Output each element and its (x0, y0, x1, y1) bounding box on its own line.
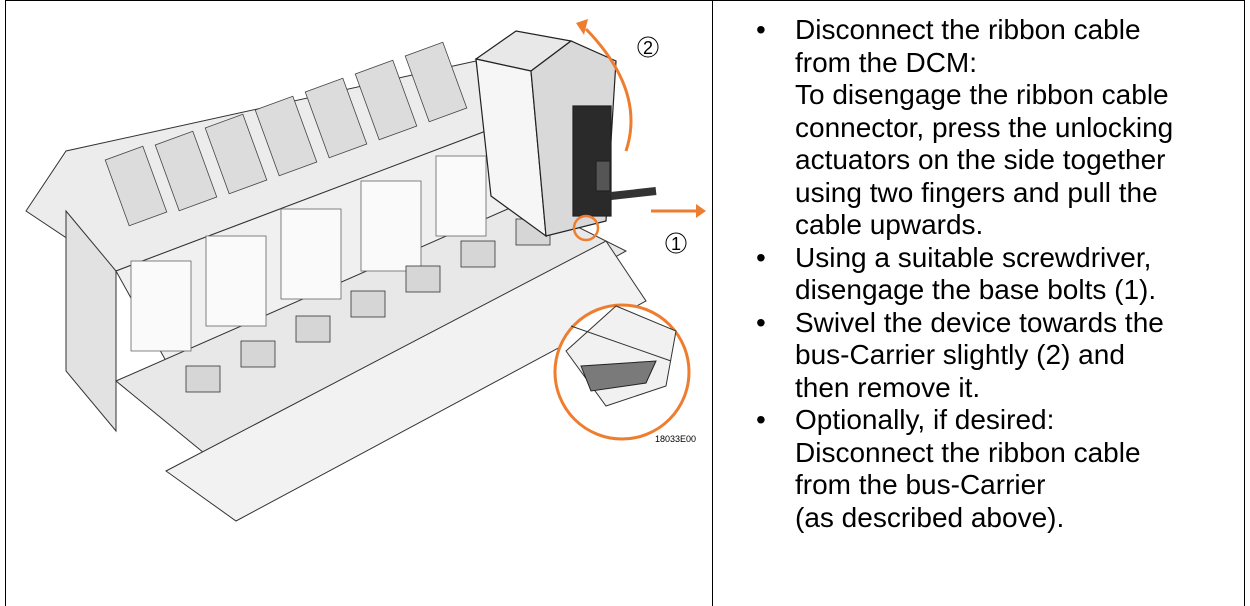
step-1-line-4: connector, press the unlocking (795, 111, 1174, 143)
step-1-line-7: cable upwards. (795, 209, 984, 240)
step-2-line-1: Using a suitable screwdriver, (795, 241, 1152, 273)
bullet-icon: • (756, 14, 766, 45)
bullet-icon: • (756, 404, 766, 435)
step-4-line-1: Optionally, if desired: (795, 404, 1055, 435)
callout-2-circle (637, 36, 659, 58)
slot-grid-drawing (130, 155, 487, 352)
instruction-step-2: • Using a suitable screwdriver, disengag… (713, 242, 1244, 307)
step-4-line-3: from the bus-Carrier (795, 469, 1046, 500)
bullet-icon: • (756, 306, 766, 338)
instruction-list: • Disconnect the ribbon cable from the D… (713, 14, 1244, 534)
dcm-device-drawing (474, 30, 657, 238)
step-3-line-3: then remove it. (795, 371, 981, 403)
arrow-2-icon (576, 19, 633, 152)
step-3-line-1: Swivel the device towards the (795, 306, 1164, 338)
arrow-1-icon (651, 204, 706, 218)
step-4-line-2: Disconnect the ribbon cable (795, 436, 1141, 468)
step-3-line-2: bus-Carrier slightly (2) and (795, 339, 1125, 370)
step-1-line-5: actuators on the side together (795, 144, 1166, 175)
step-1-line-6: using two fingers and pull the (795, 176, 1158, 208)
figure-id-label: 18033E00 (655, 434, 697, 444)
callout-1-circle (665, 232, 687, 254)
instruction-step-1: • Disconnect the ribbon cable from the D… (713, 14, 1244, 242)
callout-1-label: 1 (671, 234, 681, 254)
bullet-icon: • (756, 241, 766, 273)
installation-figure: 1 2 18033E00 (6, 1, 712, 606)
column-divider (712, 0, 713, 606)
step-1-line-1: Disconnect the ribbon cable (795, 14, 1141, 45)
instructions-column: • Disconnect the ribbon cable from the D… (713, 0, 1244, 606)
bus-carrier-illustration: 1 2 (25, 19, 706, 522)
step-4-line-4: (as described above). (795, 501, 1065, 533)
base-clip-drawing (185, 218, 551, 393)
callout-2-label: 2 (643, 38, 653, 58)
instruction-step-3: • Swivel the device towards the bus-Carr… (713, 307, 1244, 405)
terminal-row-drawing (104, 41, 468, 227)
step-1-line-3: To disengage the ribbon cable (795, 79, 1169, 110)
content-table (5, 0, 1245, 606)
instruction-step-4: • Optionally, if desired: Disconnect the… (713, 404, 1244, 534)
base-bolt-highlight (572, 214, 600, 242)
step-1-line-2: from the DCM: (795, 46, 978, 78)
detail-zoom-inset (553, 303, 691, 441)
step-2-line-2: disengage the base bolts (1). (795, 274, 1157, 305)
